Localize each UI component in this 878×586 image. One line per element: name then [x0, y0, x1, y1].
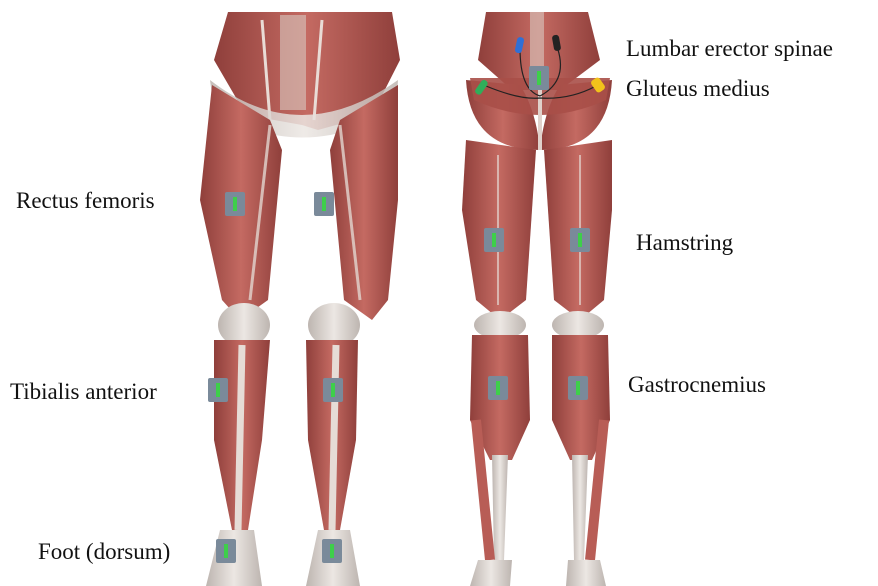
label-lumbar-erector-spinae: Lumbar erector spinae [626, 37, 833, 60]
label-gastrocnemius: Gastrocnemius [628, 373, 766, 396]
sensor-tibialis-anterior-left [208, 378, 228, 402]
sensor-hamstring-left [484, 228, 504, 252]
back-view-legs [462, 12, 612, 586]
label-foot-dorsum: Foot (dorsum) [38, 540, 170, 563]
sensor-foot-dorsum-right [322, 539, 342, 563]
label-hamstring: Hamstring [636, 231, 733, 254]
sensor-gastrocnemius-left [488, 376, 508, 400]
label-gluteus-medius: Gluteus medius [626, 77, 770, 100]
sensor-foot-dorsum-left [216, 539, 236, 563]
label-tibialis-anterior: Tibialis anterior [10, 380, 157, 403]
sensor-lumbar-erector-spinae [529, 66, 549, 90]
front-view-legs [200, 12, 400, 586]
sensor-rectus-femoris-left [225, 192, 245, 216]
sensor-tibialis-anterior-right [323, 378, 343, 402]
label-rectus-femoris: Rectus femoris [16, 189, 155, 212]
sensor-rectus-femoris-right [314, 192, 334, 216]
sensor-gastrocnemius-right [568, 376, 588, 400]
sensor-hamstring-right [570, 228, 590, 252]
